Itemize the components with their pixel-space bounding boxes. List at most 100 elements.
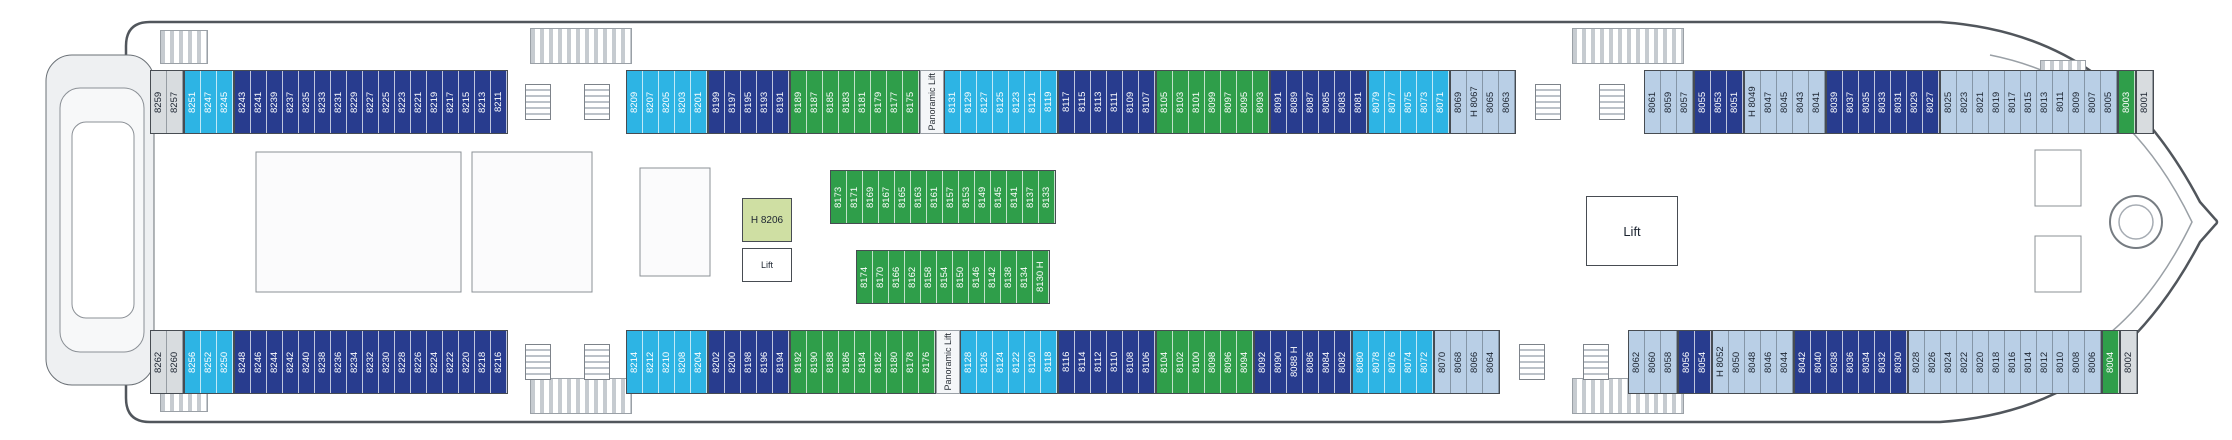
cabin-8163[interactable]: 8163 [911, 171, 927, 223]
cabin-8003[interactable]: 8003 [2119, 71, 2135, 133]
cabin-8048[interactable]: 8048 [1745, 331, 1761, 393]
cabin-8117[interactable]: 8117 [1059, 71, 1075, 133]
cabin-8027[interactable]: 8027 [1923, 71, 1939, 133]
cabin-8204[interactable]: 8204 [691, 331, 707, 393]
cabin-8209[interactable]: 8209 [627, 71, 643, 133]
cabin-8030[interactable]: 8030 [1891, 331, 1907, 393]
cabin-8013[interactable]: 8013 [2037, 71, 2053, 133]
cabin-8225[interactable]: 8225 [379, 71, 395, 133]
cabin-8126[interactable]: 8126 [977, 331, 993, 393]
cabin-8084[interactable]: 8084 [1319, 331, 1335, 393]
cabin-8184[interactable]: 8184 [855, 331, 871, 393]
cabin-8102[interactable]: 8102 [1173, 331, 1189, 393]
cabin-8094[interactable]: 8094 [1237, 331, 1253, 393]
cabin-8002[interactable]: 8002 [2121, 331, 2137, 393]
cabin-8259[interactable]: 8259 [151, 71, 167, 133]
cabin-8062[interactable]: 8062 [1629, 331, 1645, 393]
cabin-8176[interactable]: 8176 [919, 331, 935, 393]
cabin-8070[interactable]: 8070 [1435, 331, 1451, 393]
cabin-8076[interactable]: 8076 [1385, 331, 1401, 393]
cabin-8038[interactable]: 8038 [1827, 331, 1843, 393]
cabin-8016[interactable]: 8016 [2005, 331, 2021, 393]
cabin-8033[interactable]: 8033 [1875, 71, 1891, 133]
cabin-8124[interactable]: 8124 [993, 331, 1009, 393]
cabin-8217[interactable]: 8217 [443, 71, 459, 133]
cabin-8020[interactable]: 8020 [1973, 331, 1989, 393]
cabin-8194[interactable]: 8194 [773, 331, 789, 393]
cabin-8215[interactable]: 8215 [459, 71, 475, 133]
cabin-H-8067[interactable]: H 8067 [1467, 71, 1483, 133]
cabin-8233[interactable]: 8233 [315, 71, 331, 133]
cabin-8039[interactable]: 8039 [1827, 71, 1843, 133]
cabin-8230[interactable]: 8230 [379, 331, 395, 393]
cabin-8044[interactable]: 8044 [1777, 331, 1793, 393]
cabin-8108[interactable]: 8108 [1123, 331, 1139, 393]
cabin-8106[interactable]: 8106 [1139, 331, 1155, 393]
cabin-8079[interactable]: 8079 [1369, 71, 1385, 133]
cabin-8129[interactable]: 8129 [961, 71, 977, 133]
cabin-8099[interactable]: 8099 [1205, 71, 1221, 133]
cabin-8131[interactable]: 8131 [945, 71, 961, 133]
cabin-8138[interactable]: 8138 [1001, 251, 1017, 303]
cabin-8199[interactable]: 8199 [709, 71, 725, 133]
cabin-8227[interactable]: 8227 [363, 71, 379, 133]
cabin-8175[interactable]: 8175 [903, 71, 919, 133]
cabin-8246[interactable]: 8246 [251, 331, 267, 393]
cabin-8100[interactable]: 8100 [1189, 331, 1205, 393]
cabin-8046[interactable]: 8046 [1761, 331, 1777, 393]
cabin-8122[interactable]: 8122 [1009, 331, 1025, 393]
cabin-8072[interactable]: 8072 [1417, 331, 1433, 393]
cabin-8222[interactable]: 8222 [443, 331, 459, 393]
cabin-8083[interactable]: 8083 [1335, 71, 1351, 133]
cabin-8240[interactable]: 8240 [299, 331, 315, 393]
cabin-8214[interactable]: 8214 [627, 331, 643, 393]
cabin-8024[interactable]: 8024 [1941, 331, 1957, 393]
cabin-8242[interactable]: 8242 [283, 331, 299, 393]
cabin-8022[interactable]: 8022 [1957, 331, 1973, 393]
cabin-8032[interactable]: 8032 [1875, 331, 1891, 393]
cabin-8091[interactable]: 8091 [1271, 71, 1287, 133]
cabin-8238[interactable]: 8238 [315, 331, 331, 393]
cabin-8232[interactable]: 8232 [363, 331, 379, 393]
cabin-8205[interactable]: 8205 [659, 71, 675, 133]
cabin-8171[interactable]: 8171 [847, 171, 863, 223]
cabin-8218[interactable]: 8218 [475, 331, 491, 393]
cabin-8118[interactable]: 8118 [1041, 331, 1057, 393]
cabin-8054[interactable]: 8054 [1695, 331, 1711, 393]
cabin-8231[interactable]: 8231 [331, 71, 347, 133]
cabin-8141[interactable]: 8141 [1007, 171, 1023, 223]
cabin-8061[interactable]: 8061 [1645, 71, 1661, 133]
cabin-8058[interactable]: 8058 [1661, 331, 1677, 393]
cabin-8101[interactable]: 8101 [1189, 71, 1205, 133]
cabin-8105[interactable]: 8105 [1157, 71, 1173, 133]
cabin-8252[interactable]: 8252 [201, 331, 217, 393]
cabin-8041[interactable]: 8041 [1809, 71, 1825, 133]
cabin-8006[interactable]: 8006 [2085, 331, 2101, 393]
cabin-8107[interactable]: 8107 [1139, 71, 1155, 133]
cabin-8128[interactable]: 8128 [961, 331, 977, 393]
cabin-8065[interactable]: 8065 [1483, 71, 1499, 133]
cabin-8185[interactable]: 8185 [823, 71, 839, 133]
cabin-8228[interactable]: 8228 [395, 331, 411, 393]
cabin-8037[interactable]: 8037 [1843, 71, 1859, 133]
cabin-8150[interactable]: 8150 [953, 251, 969, 303]
cabin-8145[interactable]: 8145 [991, 171, 1007, 223]
cabin-8262[interactable]: 8262 [151, 331, 167, 393]
cabin-8040[interactable]: 8040 [1811, 331, 1827, 393]
cabin-8197[interactable]: 8197 [725, 71, 741, 133]
cabin-8182[interactable]: 8182 [871, 331, 887, 393]
cabin-8203[interactable]: 8203 [675, 71, 691, 133]
cabin-8181[interactable]: 8181 [855, 71, 871, 133]
cabin-8226[interactable]: 8226 [411, 331, 427, 393]
cabin-8093[interactable]: 8093 [1253, 71, 1269, 133]
cabin-8014[interactable]: 8014 [2021, 331, 2037, 393]
cabin-8247[interactable]: 8247 [201, 71, 217, 133]
cabin-8178[interactable]: 8178 [903, 331, 919, 393]
cabin-8034[interactable]: 8034 [1859, 331, 1875, 393]
cabin-8095[interactable]: 8095 [1237, 71, 1253, 133]
cabin-8186[interactable]: 8186 [839, 331, 855, 393]
cabin-8235[interactable]: 8235 [299, 71, 315, 133]
cabin-8174[interactable]: 8174 [857, 251, 873, 303]
cabin-8097[interactable]: 8097 [1221, 71, 1237, 133]
cabin-8088-H[interactable]: 8088 H [1287, 331, 1303, 393]
